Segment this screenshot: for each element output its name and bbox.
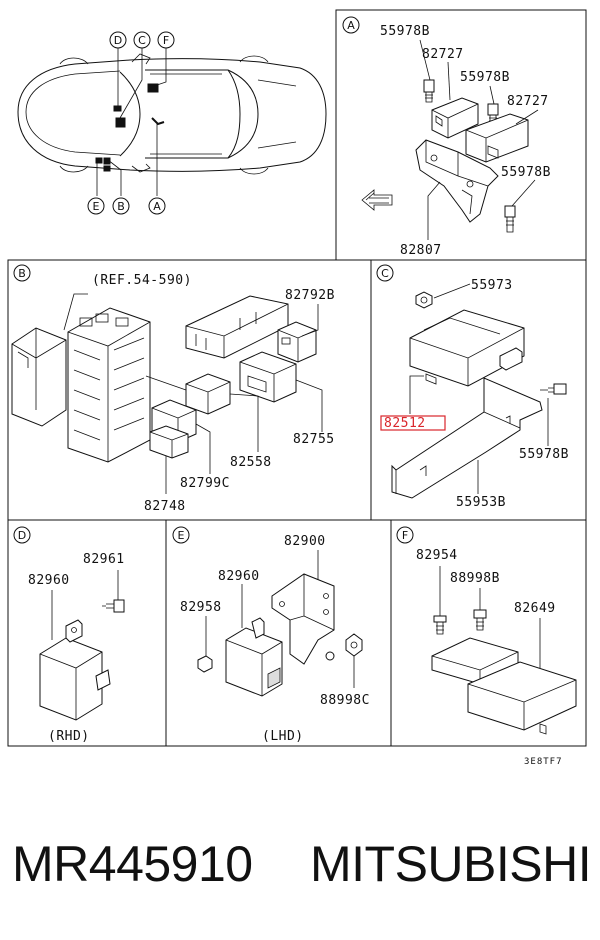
part-label: 55978B: [380, 24, 430, 39]
relay-82792b: [277, 321, 317, 363]
relay-82748: [149, 425, 189, 459]
part-label: 88998C: [320, 693, 370, 708]
panel-a: A 55978B 82727 55978B 82727 55978B 82807: [335, 9, 587, 261]
part-label: 82807: [400, 243, 442, 258]
panel-e: E 82900 82960 82958 88998C (LHD): [165, 519, 392, 747]
figure-code: 3E8TF7: [524, 757, 563, 767]
panel-d: D 82961 82960 (RHD): [7, 519, 167, 747]
part-label: 82961: [83, 552, 125, 567]
nut-icon: [197, 655, 213, 673]
svg-text:A: A: [153, 200, 161, 213]
relay-block: [185, 295, 289, 359]
part-label: 82649: [514, 601, 556, 616]
part-label: 55978B: [519, 447, 569, 462]
svg-text:B: B: [18, 267, 26, 280]
screw-icon: [473, 609, 487, 631]
svg-text:B: B: [117, 200, 125, 213]
front-arrow-icon: [361, 189, 393, 211]
control-unit-82512: [409, 309, 525, 387]
control-unit-82649: [431, 637, 577, 735]
relay-82727: [465, 113, 529, 163]
screw-icon: [325, 651, 335, 661]
relay-82727: [431, 97, 479, 139]
screw-icon: [433, 615, 447, 635]
panel-b: B (REF.54-590) 82792B 82755 82558 82799C…: [7, 259, 372, 521]
part-label: 82748: [144, 499, 186, 514]
car-overview: [17, 48, 327, 196]
part-label: 82799C: [180, 476, 230, 491]
car-callout-d: D: [109, 31, 127, 49]
screw-icon: [504, 205, 516, 233]
svg-text:E: E: [93, 200, 100, 213]
part-label: 55973: [471, 278, 513, 293]
part-label: 82727: [422, 47, 464, 62]
bracket-55953b: [391, 377, 543, 499]
car-callout-a: A: [148, 197, 166, 215]
part-label: 55978B: [501, 165, 551, 180]
bracket-82807: [415, 139, 499, 223]
part-number: MR445910: [12, 836, 253, 892]
relay-82960: [39, 619, 111, 721]
svg-text:C: C: [138, 34, 146, 47]
nut-icon: [345, 633, 363, 657]
part-label: 82792B: [285, 288, 335, 303]
svg-text:D: D: [114, 34, 122, 47]
bracket-82900: [271, 573, 335, 665]
car-callout-c: C: [133, 31, 151, 49]
part-label: 82960: [218, 569, 260, 584]
relay-82960: [225, 617, 283, 697]
panel-c: C 55973 82512 55978B 55953B: [370, 259, 587, 521]
car-callout-f: F: [157, 31, 175, 49]
nut-icon: [415, 291, 433, 309]
part-label: 82958: [180, 600, 222, 615]
part-label: 82954: [416, 548, 458, 563]
caption: (LHD): [262, 729, 304, 744]
screw-icon: [423, 79, 435, 103]
footer: MR445910 MITSUBISHI: [0, 825, 600, 915]
car-callout-e: E: [87, 197, 105, 215]
junction-block: [67, 307, 151, 463]
screw-icon: [102, 599, 125, 613]
reference-note: (REF.54-590): [92, 273, 192, 288]
part-label: 82755: [293, 432, 335, 447]
highlight-box: [380, 415, 446, 431]
part-label-highlighted: 82512: [384, 416, 426, 431]
relay-82558: [185, 373, 231, 415]
svg-text:F: F: [402, 529, 408, 542]
svg-text:A: A: [347, 19, 355, 32]
part-label: 55953B: [456, 495, 506, 510]
part-label: 88998B: [450, 571, 500, 586]
svg-text:D: D: [18, 529, 26, 542]
part-label: 82900: [284, 534, 326, 549]
svg-text:F: F: [163, 34, 169, 47]
part-label: 82727: [507, 94, 549, 109]
relay-82755: [239, 351, 297, 403]
car-callout-b: B: [112, 197, 130, 215]
panel-f: F 82954 88998B 82649: [390, 519, 587, 747]
part-label: 55978B: [460, 70, 510, 85]
part-label: 82960: [28, 573, 70, 588]
svg-text:E: E: [178, 529, 185, 542]
part-label: 82558: [230, 455, 272, 470]
caption: (RHD): [48, 729, 90, 744]
svg-text:C: C: [381, 267, 389, 280]
screw-icon: [540, 383, 567, 395]
brand-name: MITSUBISHI: [310, 836, 592, 892]
fuse-box-cover: [11, 327, 67, 427]
